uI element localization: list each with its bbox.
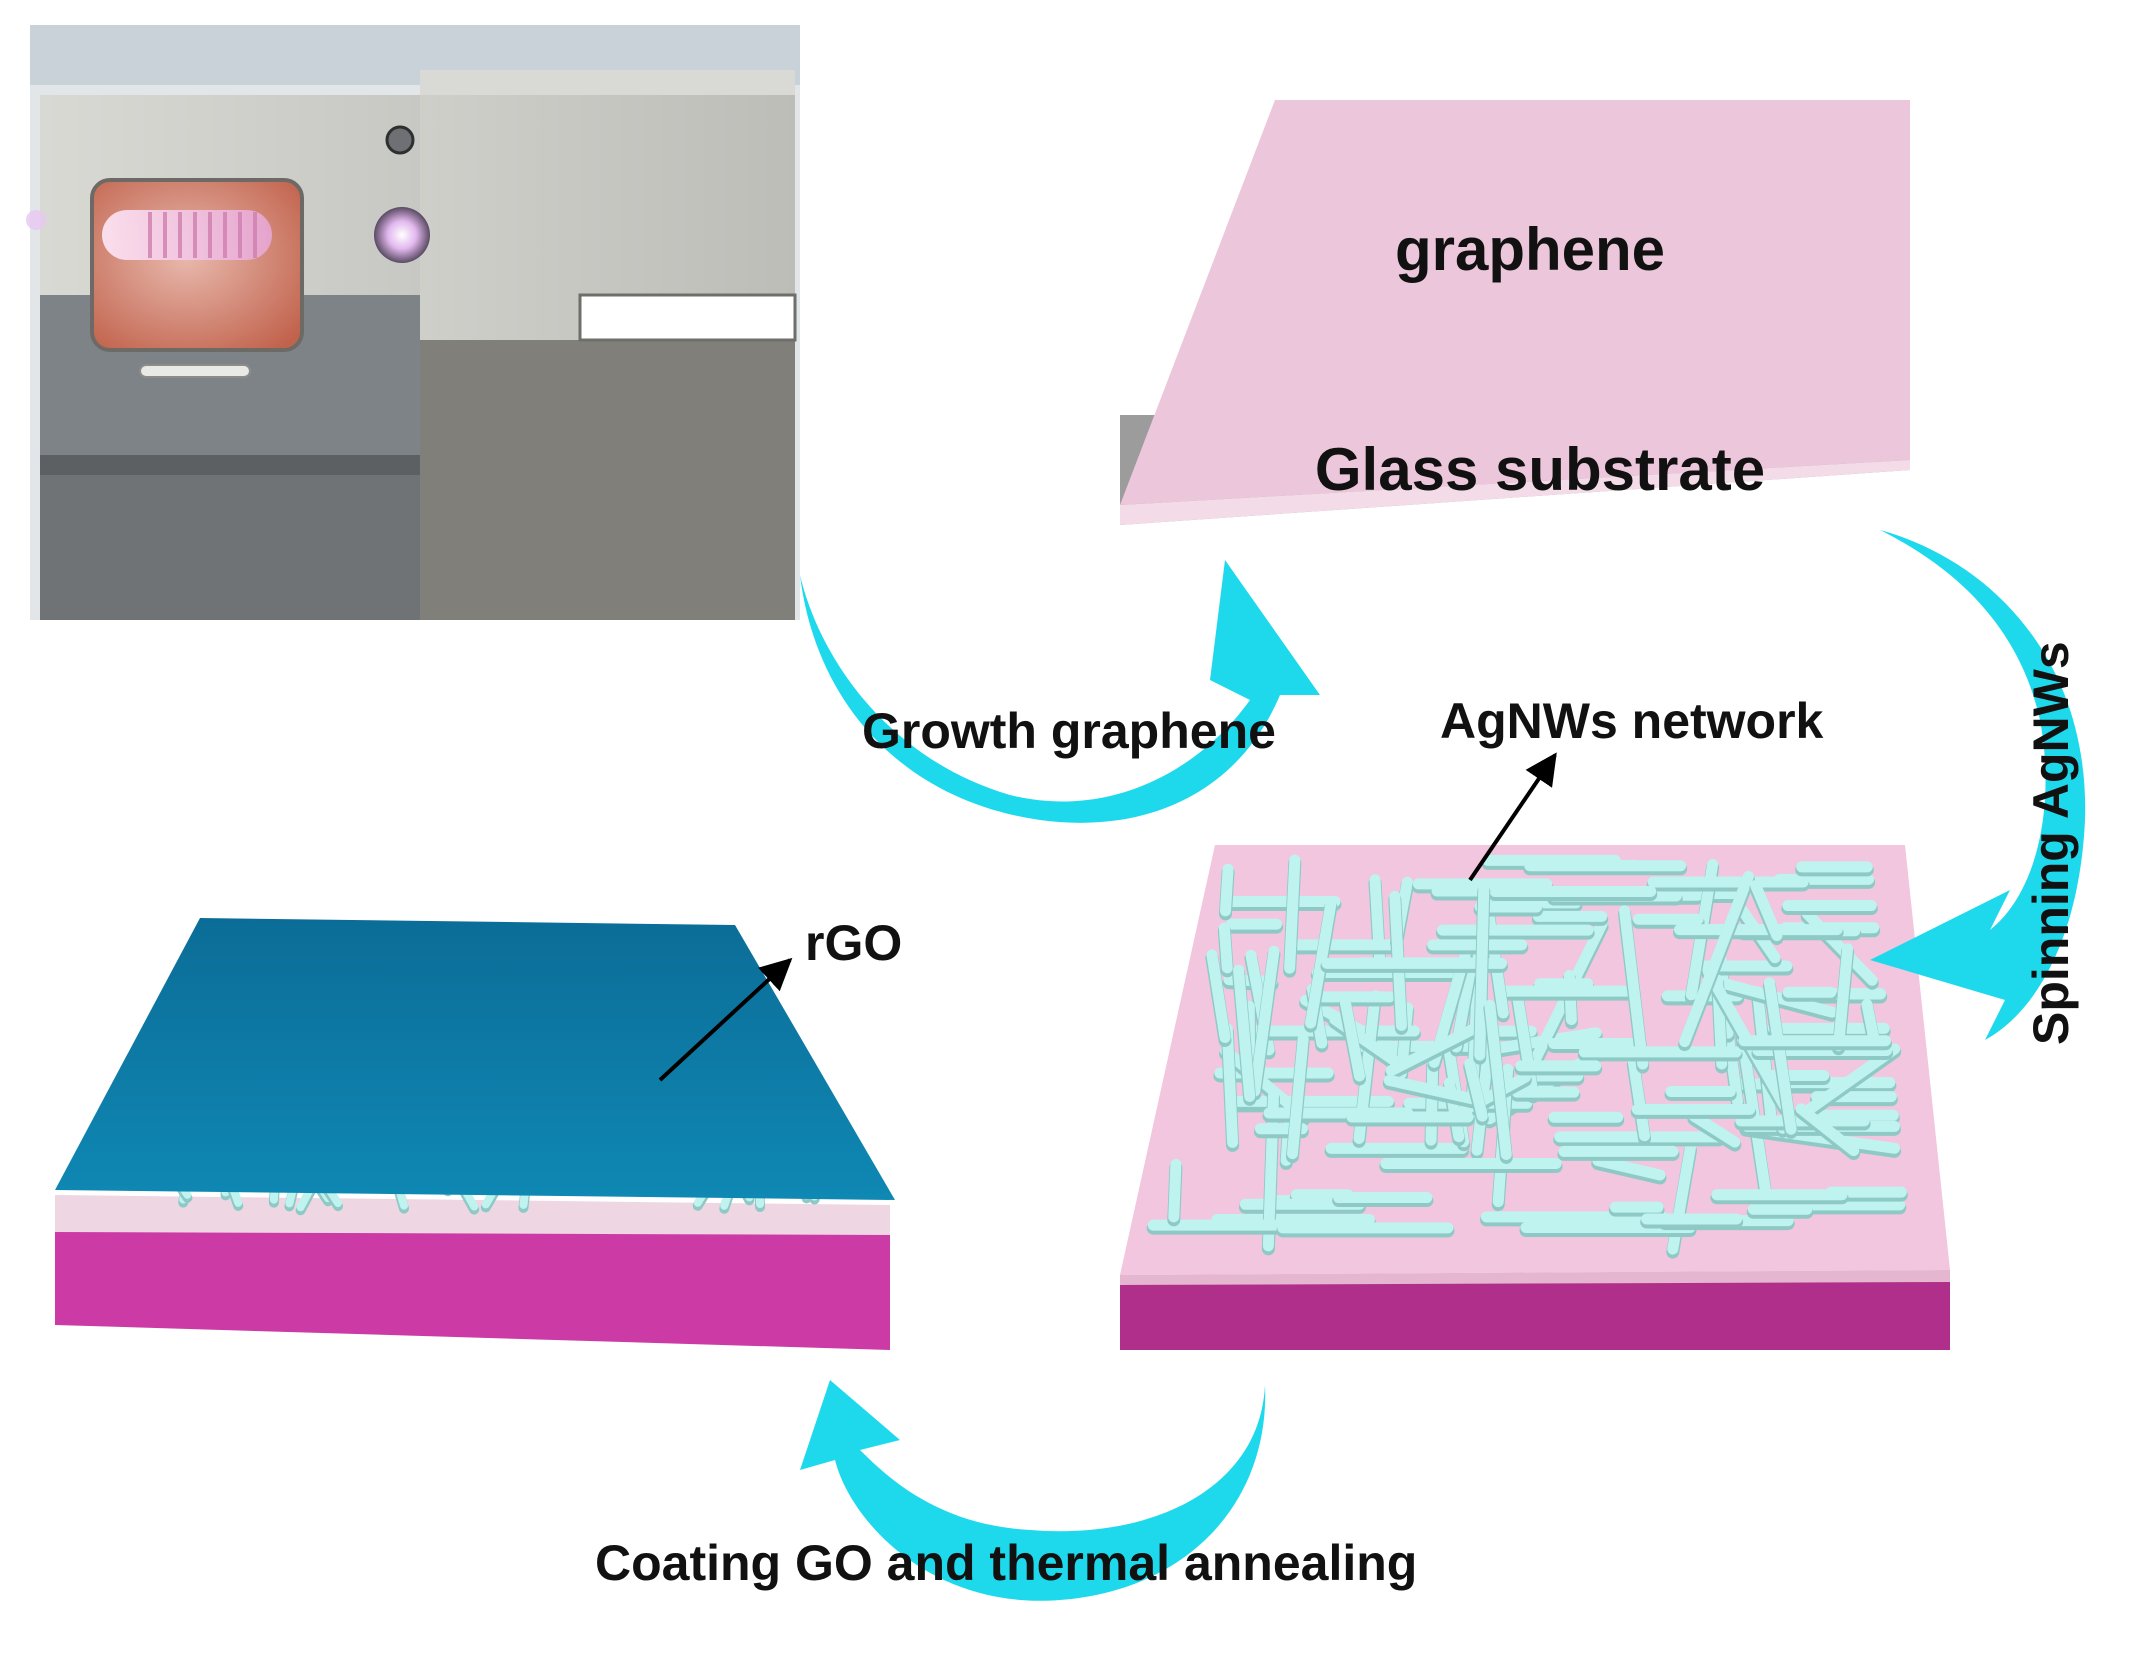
nanowire [1480,888,1484,1055]
graphene-label: graphene [1395,216,1665,283]
growth-graphene-label: Growth graphene [862,703,1276,759]
nanowire [1174,1164,1176,1216]
nanowire [1290,860,1295,968]
spinning-agnws-label: Spinning AgNWs [2023,641,2079,1045]
agnws-block [1120,845,1950,1350]
nanowire [1225,869,1228,911]
rgo-sheet [55,918,895,1200]
agnws-substrate-side [1120,1280,1950,1350]
rgo-substrate-side [55,1230,890,1350]
glass-substrate-label: Glass substrate [1315,436,1765,503]
coating-go-label: Coating GO and thermal annealing [595,1535,1417,1591]
growth-graphene-arrow [800,560,1320,823]
furnace-photo [26,25,800,620]
graphene-on-glass-block: graphene Glass substrate [1120,100,1910,525]
rgo-label: rGO [805,915,902,971]
agnws-network-label: AgNWs network [1440,693,1824,749]
nanowire [1224,928,1227,968]
rgo-block: rGO [55,915,902,1350]
nanowire [1431,1063,1433,1140]
